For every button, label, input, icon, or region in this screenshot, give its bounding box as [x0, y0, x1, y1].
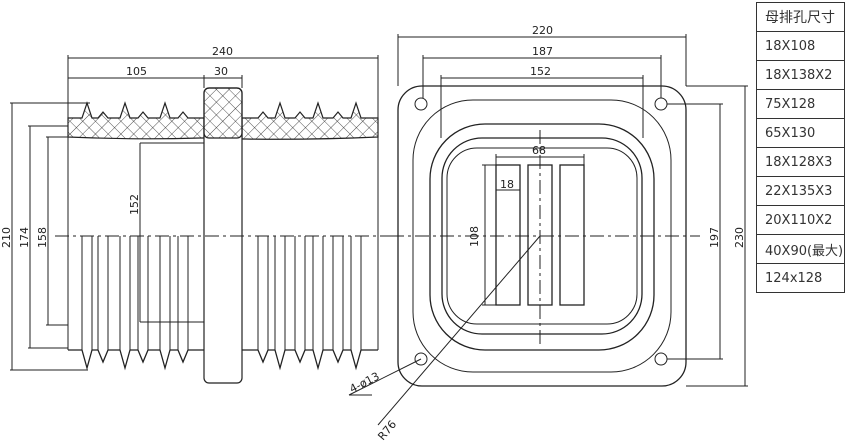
mounting-hole — [414, 352, 428, 366]
dim-220: 220 — [532, 24, 553, 37]
flange-section — [203, 87, 243, 139]
dim-108: 108 — [468, 226, 481, 247]
fin-grooves — [81, 236, 362, 350]
busbar-slot-3 — [559, 164, 585, 306]
mounting-hole — [414, 97, 428, 111]
hole-note: 4-ø13 — [347, 370, 381, 396]
side-view: 240 105 30 210 174 158 152 — [0, 45, 395, 384]
table-row: 18X128X3 — [756, 147, 845, 177]
table-row: 18X138X2 — [756, 60, 845, 90]
mounting-hole — [654, 97, 668, 111]
dim-152-front: 152 — [530, 65, 551, 78]
table-row: 40X90(最大) — [756, 234, 845, 264]
table-row: 18X108 — [756, 31, 845, 61]
dim-68: 68 — [532, 144, 546, 157]
bottom-fins — [68, 349, 378, 371]
radius-note: R76 — [375, 418, 399, 443]
front-dimension-lines — [348, 34, 748, 426]
dim-174: 174 — [18, 227, 31, 248]
dim-30: 30 — [214, 65, 228, 78]
dim-105: 105 — [126, 65, 147, 78]
dim-152: 152 — [128, 194, 141, 215]
dim-230: 230 — [733, 227, 746, 248]
table-row: 75X128 — [756, 89, 845, 119]
table-row: 20X110X2 — [756, 205, 845, 235]
table-row: 124x128 — [756, 263, 845, 293]
mounting-hole — [654, 352, 668, 366]
busbar-slot-1 — [495, 164, 521, 306]
table-row: 65X130 — [756, 118, 845, 148]
side-dimension-lines — [10, 55, 379, 371]
dim-210: 210 — [0, 227, 13, 248]
dim-197: 197 — [708, 227, 721, 248]
busbar-hole-size-table: 母排孔尺寸 18X108 18X138X2 75X128 65X130 18X1… — [756, 2, 845, 293]
dim-187: 187 — [532, 45, 553, 58]
dim-240: 240 — [212, 45, 233, 58]
dim-18: 18 — [500, 178, 514, 191]
top-fins-section-right — [241, 101, 379, 140]
dim-158: 158 — [36, 227, 49, 248]
table-row: 22X135X3 — [756, 176, 845, 206]
body-outline — [429, 123, 655, 351]
top-fins-section — [67, 101, 205, 140]
table-header: 母排孔尺寸 — [756, 2, 845, 32]
front-view: 220 187 152 68 18 108 197 230 4-ø13 R76 — [347, 24, 748, 443]
